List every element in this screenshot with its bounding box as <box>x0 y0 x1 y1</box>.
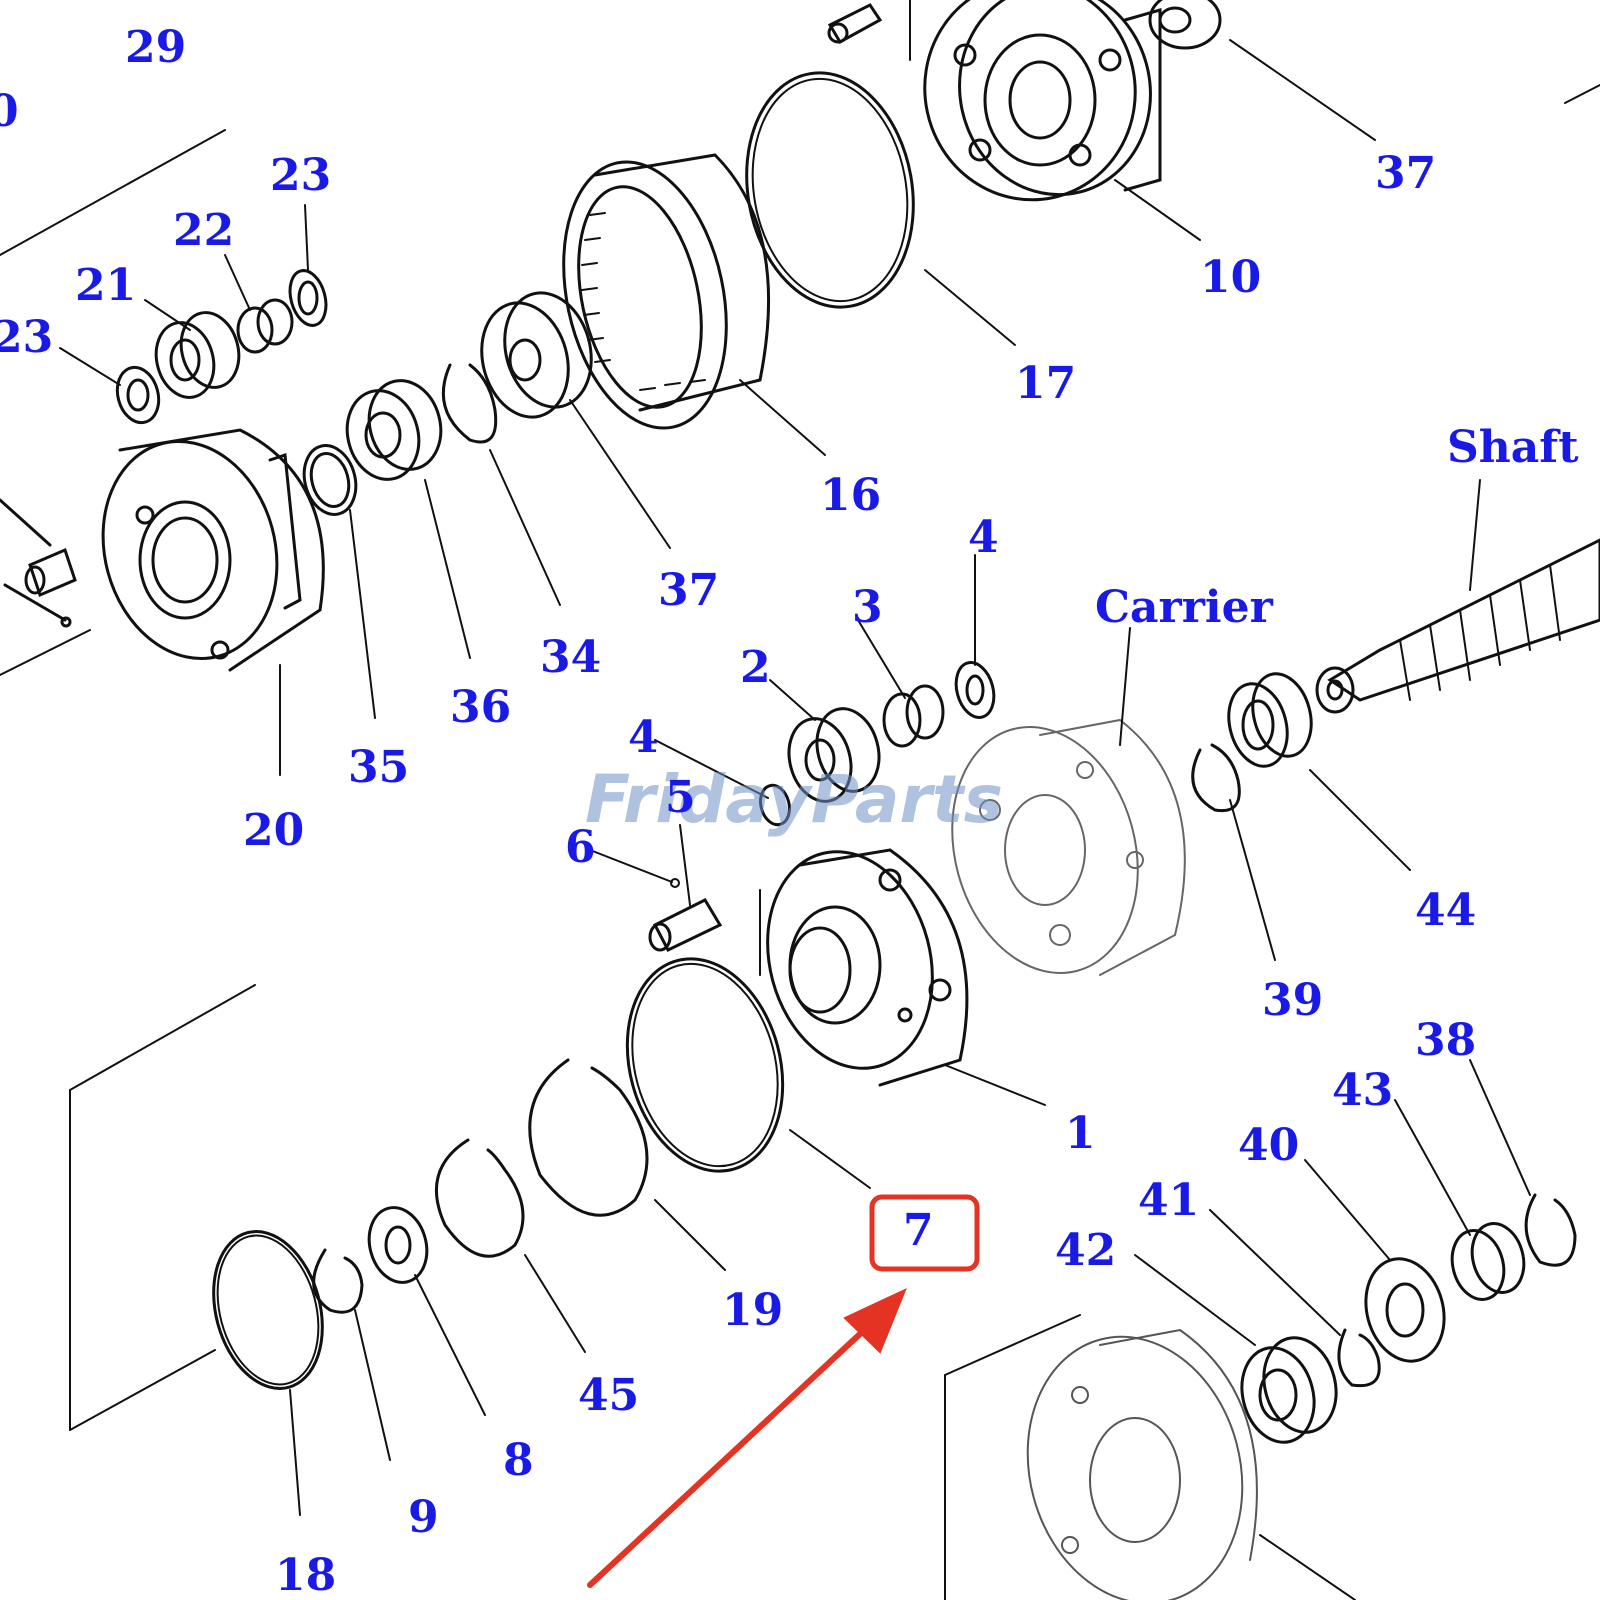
snap-ring-part-34 <box>441 363 498 444</box>
highlight-arrow-head <box>843 1288 907 1354</box>
label-41: 41 <box>1138 1175 1199 1226</box>
pin-part-5 <box>648 898 723 952</box>
label-shaft: Shaft <box>1447 422 1579 473</box>
needle-bearing-part-22 <box>236 298 294 354</box>
label-22: 22 <box>173 205 234 256</box>
bearing-part-37-top <box>1148 0 1222 50</box>
label-8: 8 <box>503 1435 534 1486</box>
bearing-part-8 <box>367 1206 429 1284</box>
o-ring-part-17 <box>745 71 915 309</box>
snap-ring-part-41 <box>1337 1328 1381 1388</box>
housing-part-10 <box>923 0 1162 202</box>
highlight-annotation <box>587 1194 980 1588</box>
label-9: 9 <box>408 1492 439 1543</box>
washer-part-23b <box>115 365 161 425</box>
ring-part-35 <box>302 444 358 516</box>
snap-ring-part-19 <box>528 1058 649 1217</box>
shaft <box>1315 538 1600 714</box>
label-6: 6 <box>565 822 596 873</box>
o-ring-part-18 <box>212 1230 324 1390</box>
highlight-box <box>869 1194 980 1272</box>
label-19: 19 <box>722 1285 783 1336</box>
label-4-left: 4 <box>628 712 659 763</box>
label-0: 0 <box>0 86 19 137</box>
label-37-top: 37 <box>1375 148 1436 199</box>
label-5: 5 <box>665 772 696 823</box>
label-35: 35 <box>348 742 409 793</box>
label-43: 43 <box>1332 1065 1393 1116</box>
highlight-arrow-shaft <box>587 1317 878 1588</box>
bearing-part-36 <box>345 379 443 481</box>
label-2: 2 <box>740 642 771 693</box>
bearing-part-40 <box>1364 1257 1446 1363</box>
bearing-part-37-mid <box>480 291 593 419</box>
pin-left <box>0 498 77 628</box>
label-3: 3 <box>852 582 883 633</box>
bearing-part-44 <box>1227 672 1313 768</box>
label-45: 45 <box>578 1370 639 1421</box>
label-7: 7 <box>903 1205 934 1256</box>
carrier-part-20 <box>101 428 325 672</box>
hub-part-1 <box>759 848 969 1087</box>
bearing-part-43 <box>1450 1222 1526 1301</box>
watermark: FridayParts <box>585 761 1003 838</box>
label-17: 17 <box>1015 358 1076 409</box>
label-44: 44 <box>1415 885 1476 936</box>
pin-top <box>827 3 883 45</box>
housing-bottom-right <box>1026 1328 1258 1600</box>
label-38: 38 <box>1415 1015 1476 1066</box>
label-23-top: 23 <box>270 150 331 201</box>
leader-lines <box>59 39 1531 1600</box>
label-39: 39 <box>1262 975 1323 1026</box>
label-34: 34 <box>540 632 601 683</box>
bearing-part-21 <box>154 311 241 399</box>
label-4-right: 4 <box>968 512 999 563</box>
needle-bearing-part-3 <box>882 684 945 748</box>
bearing-part-42 <box>1240 1336 1338 1444</box>
washer-part-23a <box>288 269 328 327</box>
label-36: 36 <box>450 682 511 733</box>
label-37-mid: 37 <box>658 565 719 616</box>
label-42: 42 <box>1055 1225 1116 1276</box>
o-ring-part-7 <box>625 957 785 1173</box>
label-10: 10 <box>1200 252 1261 303</box>
label-carrier: Carrier <box>1095 582 1274 633</box>
label-18: 18 <box>275 1550 336 1600</box>
label-16: 16 <box>820 470 881 521</box>
label-20: 20 <box>243 805 304 856</box>
label-1: 1 <box>1065 1108 1096 1159</box>
label-40: 40 <box>1238 1120 1299 1171</box>
label-23-left: 23 <box>0 312 53 363</box>
snap-ring-part-39 <box>1191 743 1241 813</box>
label-29: 29 <box>125 22 186 73</box>
part-labels: 29 0 23 22 21 23 37 10 17 16 37 34 36 35… <box>0 22 1579 1600</box>
washer-part-4a <box>954 661 996 719</box>
carrier-housing <box>951 718 1186 976</box>
snap-ring-part-45 <box>434 1138 525 1258</box>
washer-part-4b <box>759 783 791 827</box>
label-21: 21 <box>75 260 136 311</box>
snap-ring-part-38 <box>1524 1193 1577 1267</box>
bearing-part-2 <box>787 707 881 803</box>
